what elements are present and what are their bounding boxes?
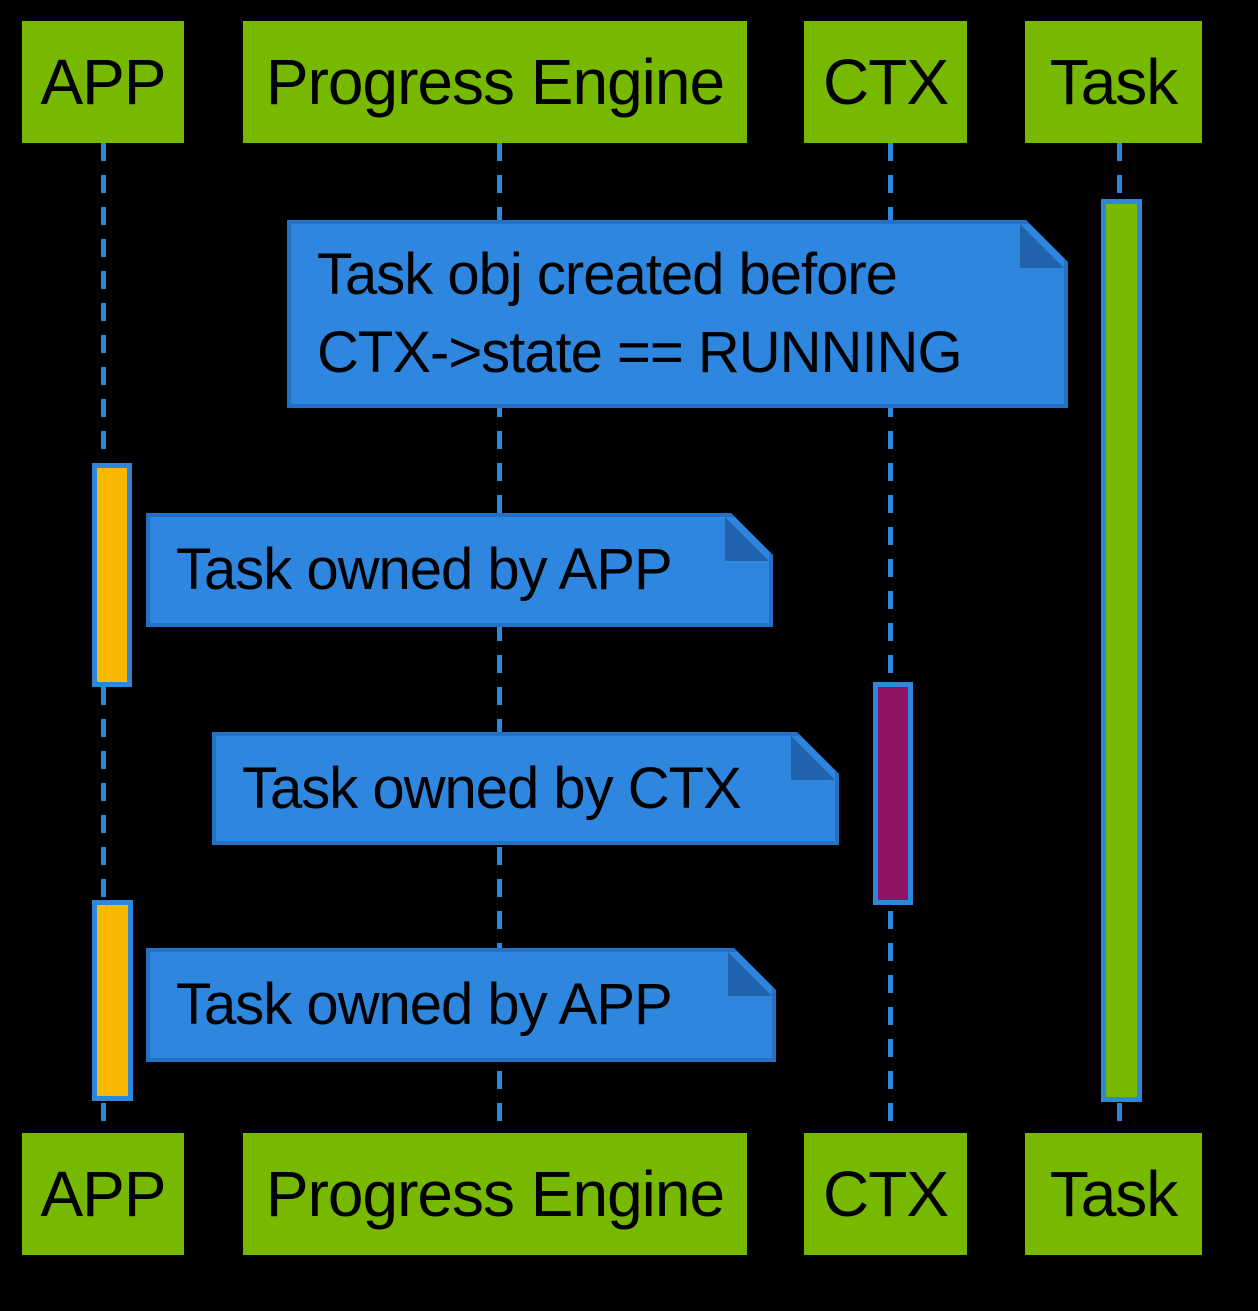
participant-bottom-task: Task — [1025, 1133, 1202, 1255]
lifeline-progress-engine — [497, 143, 502, 1133]
note-task-obj-created: Task obj created before CTX->state == RU… — [287, 220, 1068, 408]
participant-label: Progress Engine — [265, 1158, 725, 1230]
folded-corner-icon — [725, 517, 769, 561]
note-text: Task owned by CTX — [242, 755, 741, 821]
participant-label: APP — [40, 1158, 166, 1230]
participant-label: CTX — [823, 46, 949, 118]
activation-bar-app-1 — [92, 463, 132, 687]
note-text: Task obj created before — [317, 242, 897, 307]
activation-bar-ctx — [873, 682, 913, 905]
note-text: CTX->state == RUNNING — [317, 320, 962, 385]
note-task-owned-by-app-1: Task owned by APP — [146, 513, 773, 627]
folded-corner-icon — [791, 736, 835, 780]
participant-label: Progress Engine — [265, 46, 725, 118]
folded-corner-icon — [1020, 224, 1064, 268]
activation-bar-app-2 — [92, 900, 133, 1101]
participant-label: Task — [1049, 46, 1179, 118]
activation-bar-task — [1101, 199, 1142, 1102]
participant-bottom-ctx: CTX — [804, 1133, 967, 1255]
participant-label: APP — [40, 46, 166, 118]
participant-bottom-progress-engine: Progress Engine — [243, 1133, 747, 1255]
folded-corner-icon — [728, 952, 772, 996]
participant-label: Task — [1049, 1158, 1179, 1230]
lifeline-ctx — [888, 143, 893, 1133]
participant-top-app: APP — [22, 21, 184, 143]
participant-top-ctx: CTX — [804, 21, 967, 143]
note-text: Task owned by APP — [176, 972, 672, 1037]
participant-top-progress-engine: Progress Engine — [243, 21, 747, 143]
note-task-owned-by-app-2: Task owned by APP — [146, 948, 776, 1062]
participant-top-task: Task — [1025, 21, 1202, 143]
note-text: Task owned by APP — [176, 537, 672, 602]
participant-label: CTX — [823, 1158, 949, 1230]
participant-bottom-app: APP — [22, 1133, 184, 1255]
note-task-owned-by-ctx: Task owned by CTX — [212, 732, 839, 845]
